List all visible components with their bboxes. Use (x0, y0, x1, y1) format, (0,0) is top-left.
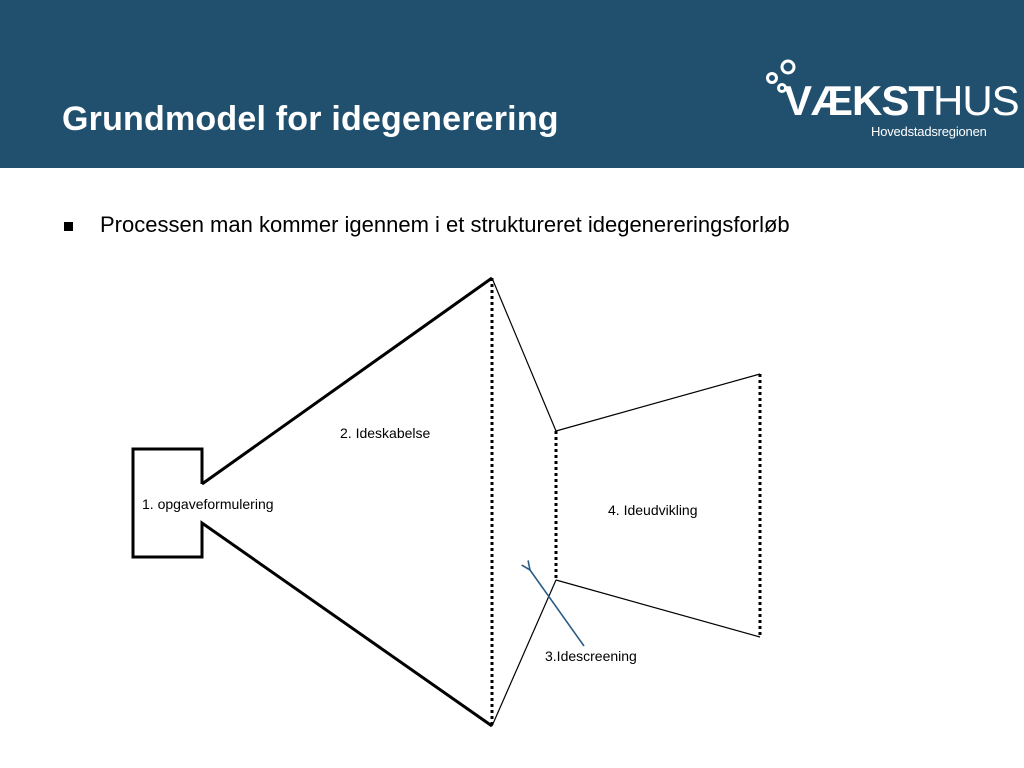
bullet-marker (64, 222, 73, 231)
logo-subtitle: Hovedstadsregionen (871, 124, 987, 139)
stage4-label: 4. Ideudvikling (608, 502, 698, 518)
logo-name-bold: VÆKST (784, 77, 934, 124)
logo-wordmark: VÆKSTHUS (784, 77, 1020, 124)
screening-arrow-icon (530, 570, 585, 647)
stage1-box-shape (131, 276, 493, 728)
header-bar: Grundmodel for idegenerering VÆKSTHUS Ho… (0, 0, 1024, 168)
logo-name-light: HUS (933, 77, 1020, 124)
screening-upper-line (491, 277, 557, 432)
screening-lower-line (491, 579, 557, 727)
slide-title: Grundmodel for idegenerering (62, 100, 559, 138)
bullet-text: Processen man kommer igennem i et strukt… (100, 212, 790, 237)
stage4-upper-line (555, 373, 761, 432)
stage4-lower-line (555, 579, 761, 638)
stage3-label: 3.Idescreening (545, 648, 637, 664)
stage2-label: 2. Ideskabelse (340, 425, 431, 441)
stage1-label: 1. opgaveformulering (142, 496, 274, 512)
logo-circles-icon (766, 59, 796, 93)
vaeksthus-logo: VÆKSTHUS Hovedstadsregionen (762, 54, 1020, 144)
